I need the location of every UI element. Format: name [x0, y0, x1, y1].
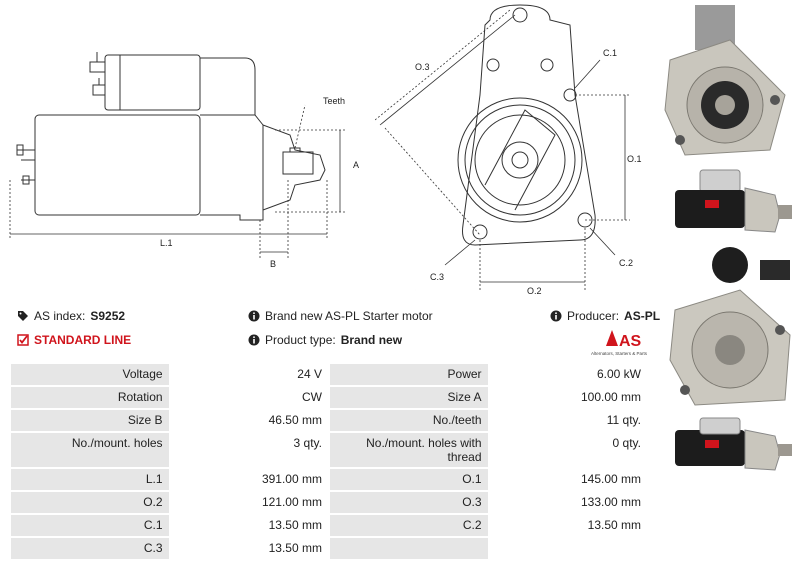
spec-value — [489, 538, 647, 559]
spec-value: 3 qty. — [170, 433, 328, 467]
spec-label: Voltage — [11, 364, 169, 385]
table-row: L.1 391.00 mm O.1 145.00 mm — [11, 469, 647, 490]
front-view-drawing: O.3 C.1 O.1 C.3 C.2 O.2 — [375, 4, 642, 296]
dim-a-label: A — [353, 160, 359, 170]
spec-label — [329, 538, 488, 559]
spec-label: Rotation — [11, 387, 169, 408]
info-icon — [248, 334, 260, 346]
svg-text:AS: AS — [619, 333, 642, 350]
spec-label: O.2 — [11, 492, 169, 513]
table-row: Rotation CW Size A 100.00 mm — [11, 387, 647, 408]
producer: Producer: AS-PL — [550, 309, 660, 323]
producer-label: Producer: — [567, 309, 620, 323]
description-text: Brand new AS-PL Starter motor — [265, 309, 433, 323]
spec-value: 46.50 mm — [170, 410, 328, 431]
spec-value: 24 V — [170, 364, 328, 385]
dim-o2-label: O.2 — [527, 286, 542, 296]
spec-label: O.1 — [329, 469, 488, 490]
product-type-label: Product type: — [265, 333, 336, 347]
product-photo-side-2 — [660, 410, 800, 480]
dim-o1-label: O.1 — [627, 154, 642, 164]
spec-label: No./mount. holes with thread — [329, 433, 488, 467]
product-photo-front — [660, 0, 800, 160]
spec-value: 11 qty. — [489, 410, 647, 431]
product-type: Product type: Brand new — [248, 333, 402, 347]
info-icon — [550, 310, 562, 322]
teeth-label: Teeth — [323, 96, 345, 106]
spec-value: 145.00 mm — [489, 469, 647, 490]
spec-label: L.1 — [11, 469, 169, 490]
spec-value: 100.00 mm — [489, 387, 647, 408]
spec-value: CW — [170, 387, 328, 408]
spec-value: 13.50 mm — [170, 538, 328, 559]
table-row: No./mount. holes 3 qty. No./mount. holes… — [11, 433, 647, 467]
spec-label: Power — [329, 364, 488, 385]
description: Brand new AS-PL Starter motor — [248, 309, 433, 323]
standard-line: STANDARD LINE — [17, 333, 131, 347]
producer-value: AS-PL — [624, 309, 661, 323]
spec-label: Size A — [329, 387, 488, 408]
table-row: Size B 46.50 mm No./teeth 11 qty. — [11, 410, 647, 431]
checkbox-checked-icon — [17, 334, 29, 346]
table-row: C.1 13.50 mm C.2 13.50 mm — [11, 515, 647, 536]
dim-o3-label: O.3 — [415, 62, 430, 72]
dim-l1-label: L.1 — [160, 238, 173, 248]
spec-value: 13.50 mm — [170, 515, 328, 536]
brand-logo: AS Alternators, Starters & Parts — [588, 326, 650, 356]
table-row: O.2 121.00 mm O.3 133.00 mm — [11, 492, 647, 513]
as-index-value: S9252 — [90, 309, 126, 323]
dim-c3-label: C.3 — [430, 272, 444, 282]
spec-table: Voltage 24 V Power 6.00 kW Rotation CW S… — [9, 362, 649, 561]
tag-icon — [18, 311, 28, 321]
info-icon — [248, 310, 260, 322]
spec-value: 391.00 mm — [170, 469, 328, 490]
spec-value: 0 qty. — [489, 433, 647, 467]
as-logo-icon: AS — [606, 330, 642, 350]
spec-label: O.3 — [329, 492, 488, 513]
side-view-drawing: Teeth A B L.1 — [9, 52, 359, 269]
spec-value: 13.50 mm — [489, 515, 647, 536]
spec-value: 121.00 mm — [170, 492, 328, 513]
dim-b-label: B — [270, 259, 276, 269]
spec-value: 6.00 kW — [489, 364, 647, 385]
spec-label: C.3 — [11, 538, 169, 559]
spec-label: Size B — [11, 410, 169, 431]
product-type-value: Brand new — [340, 333, 403, 347]
dim-c2-label: C.2 — [619, 258, 633, 268]
as-index-label: AS index: — [34, 309, 86, 323]
as-index: AS index: S9252 — [17, 309, 125, 323]
spec-label: C.1 — [11, 515, 169, 536]
table-row: Voltage 24 V Power 6.00 kW — [11, 364, 647, 385]
spec-label: C.2 — [329, 515, 488, 536]
table-row: C.3 13.50 mm — [11, 538, 647, 559]
spec-label: No./teeth — [329, 410, 488, 431]
standard-line-label: STANDARD LINE — [34, 333, 132, 347]
spec-value: 133.00 mm — [489, 492, 647, 513]
product-photo-rear — [660, 240, 800, 415]
product-photo-side — [660, 160, 800, 240]
spec-label: No./mount. holes — [11, 433, 169, 467]
brand-tagline: Alternators, Starters & Parts — [590, 351, 648, 356]
dim-c1-label: C.1 — [603, 48, 617, 58]
